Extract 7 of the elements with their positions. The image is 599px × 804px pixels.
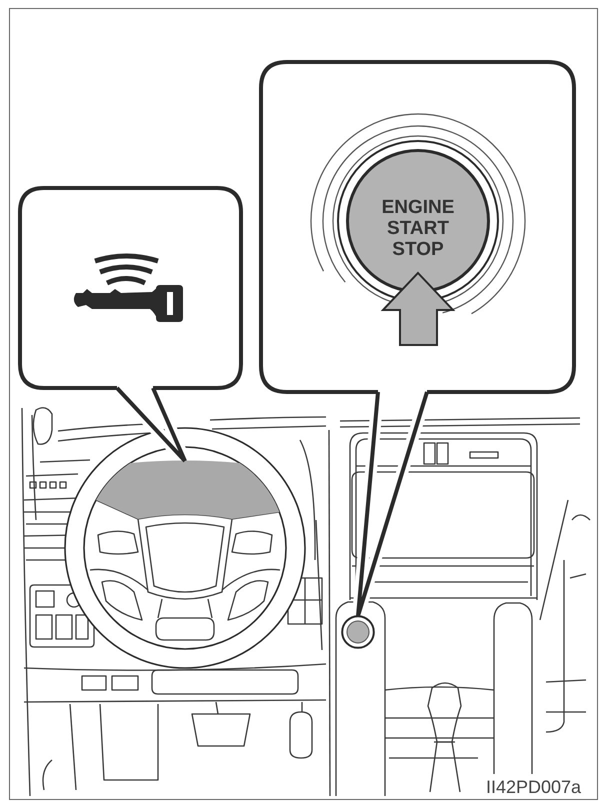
push-button: ENGINE START STOP [346,149,490,293]
callout-pointer [115,386,187,463]
callout-pointer [356,390,429,618]
push-button [341,615,375,649]
image-code: II42PD007a [486,777,582,797]
instrument-cluster [96,460,280,520]
callout-bubble [18,186,243,390]
